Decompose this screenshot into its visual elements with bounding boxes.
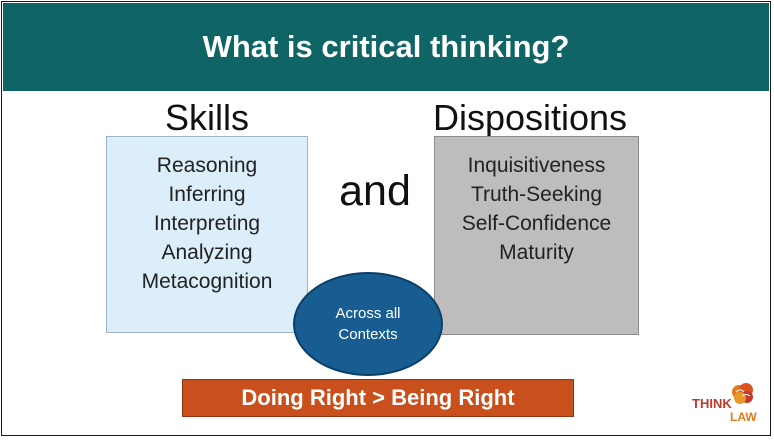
circle-text-line: Across all xyxy=(335,305,401,322)
dispositions-item: Truth-Seeking xyxy=(470,183,603,206)
contexts-circle: Across all Contexts xyxy=(293,272,443,376)
skills-item: Inferring xyxy=(168,183,246,206)
skills-item: Metacognition xyxy=(141,270,273,293)
dispositions-item: Maturity xyxy=(499,241,574,264)
title-bar: What is critical thinking? xyxy=(3,3,769,91)
skills-heading: Skills xyxy=(164,97,249,138)
logo-law-text: LAW xyxy=(730,410,757,424)
skills-box: Reasoning Inferring Interpreting Analyzi… xyxy=(106,136,308,333)
skills-item: Reasoning xyxy=(156,154,258,177)
dispositions-item: Self-Confidence xyxy=(461,212,612,235)
slide-title: What is critical thinking? xyxy=(202,29,570,64)
dispositions-heading: Dispositions xyxy=(432,97,628,138)
logo-think-text: THINK xyxy=(692,396,732,411)
doing-right-banner: Doing Right > Being Right xyxy=(182,379,574,417)
thinklaw-logo: THINK LAW xyxy=(692,382,758,424)
brain-icon xyxy=(732,383,753,404)
banner-text: Doing Right > Being Right xyxy=(241,385,515,410)
circle-text-line: Contexts xyxy=(338,326,398,343)
dispositions-item: Inquisitiveness xyxy=(467,154,606,177)
dispositions-box: Inquisitiveness Truth-Seeking Self-Confi… xyxy=(434,136,639,335)
and-connector: and xyxy=(339,167,411,215)
skills-item: Analyzing xyxy=(161,241,253,264)
skills-item: Interpreting xyxy=(153,212,261,235)
